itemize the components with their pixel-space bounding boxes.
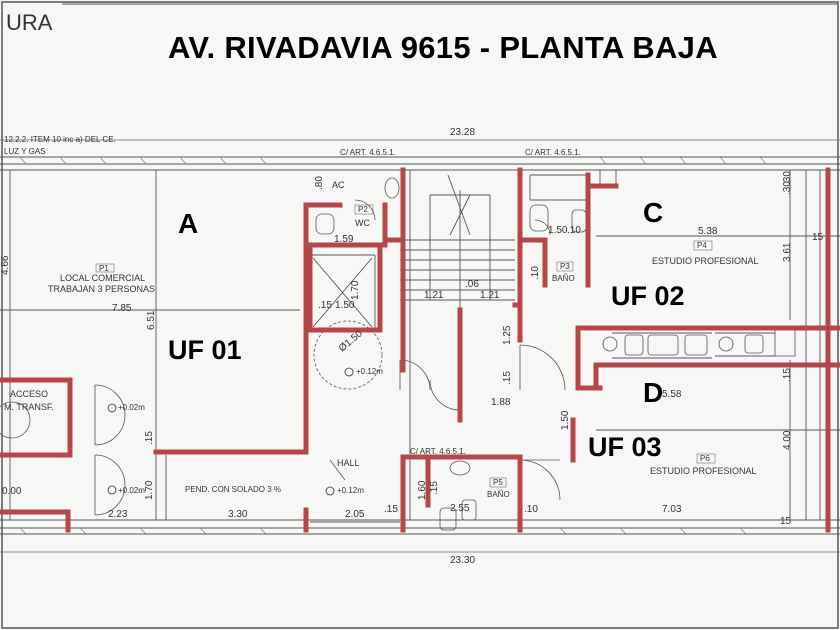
unit-uf01-label: UF 01 xyxy=(168,335,242,365)
room-p1-name: LOCAL COMERCIAL xyxy=(60,273,145,283)
dim-0-15d: .15 xyxy=(782,368,793,382)
room-wc: WC xyxy=(355,218,370,228)
corner-label: URA xyxy=(6,10,53,35)
dim-1-21a: 1.21 xyxy=(424,290,444,301)
dim-0-15f: .15 xyxy=(144,431,155,445)
dim-2-05: 2.05 xyxy=(345,509,365,520)
dim-0-06: .06 xyxy=(465,279,479,290)
room-acceso: ACCESO xyxy=(10,389,48,399)
room-ac: AC xyxy=(332,180,345,190)
dim-bottom-total: 23.30 xyxy=(450,555,475,566)
room-transf: M. TRANSF. xyxy=(4,402,54,412)
note-art-2: C/ ART. 4.6.5.1. xyxy=(525,148,581,157)
dim-3-30: 3.30 xyxy=(228,509,248,520)
unit-d-label: D xyxy=(643,377,664,408)
room-p5-code: P5 xyxy=(493,478,503,487)
note-top-left-1: 12.2.2. ITEM 10 inc a) DEL CE. xyxy=(4,135,116,144)
room-p4-code: P4 xyxy=(697,241,707,250)
dim-15c: 15 xyxy=(812,232,824,243)
room-p2-code: P2 xyxy=(358,205,368,214)
dim-2-55: 2.55 xyxy=(450,503,470,514)
dim-1-88: 1.88 xyxy=(491,397,511,408)
room-p3-code: P3 xyxy=(560,262,570,271)
room-p1-occupancy: TRABAJAN 3 PERSONAS xyxy=(48,284,155,294)
level-marker-1: +0.12m xyxy=(356,367,383,376)
dim-1-60: 1.60 xyxy=(417,480,428,500)
plan-title: AV. RIVADAVIA 9615 - PLANTA BAJA xyxy=(168,30,718,65)
dim-0-15b: .15 xyxy=(502,371,513,385)
dim-0-30b: .30 xyxy=(782,171,793,185)
dim-0-80: .80 xyxy=(314,176,325,190)
dim-1-59: 1.59 xyxy=(334,234,354,245)
dim-4-00: 4.00 xyxy=(782,430,793,450)
room-bano-2: BAÑO xyxy=(487,490,510,499)
note-art-1: C/ ART. 4.6.5.1. xyxy=(340,148,396,157)
dim-0-10b: .10 xyxy=(567,225,581,236)
unit-a-label: A xyxy=(178,208,199,239)
room-estudio-1: ESTUDIO PROFESIONAL xyxy=(652,256,759,266)
unit-uf02-label: UF 02 xyxy=(611,281,685,311)
level-marker-2: +0.02m xyxy=(118,403,145,412)
dim-2-23: 2.23 xyxy=(108,509,128,520)
dim-7-85: 7.85 xyxy=(112,303,132,314)
dim-5-38: 5.38 xyxy=(698,226,718,237)
room-p1-code: P1 xyxy=(99,264,109,273)
dim-1-25: 1.25 xyxy=(502,325,513,345)
room-estudio-2: ESTUDIO PROFESIONAL xyxy=(650,466,757,476)
dim-0-15g: .15 xyxy=(384,504,398,515)
dim-0-30: .30 xyxy=(782,181,793,195)
dim-6-51: 6.51 xyxy=(146,310,157,330)
dim-1-70: 1.70 xyxy=(350,280,361,300)
room-hall: HALL xyxy=(337,458,360,468)
level-marker-4: +0.12m xyxy=(337,486,364,495)
unit-c-label: C xyxy=(643,197,664,228)
note-art-3: C/ ART. 4.6.5.1. xyxy=(410,447,466,456)
unit-uf03-label: UF 03 xyxy=(588,432,662,462)
dim-1-50b: 1.50 xyxy=(560,410,571,430)
dim-7-03: 7.03 xyxy=(662,504,682,515)
dim-1-21b: 1.21 xyxy=(480,290,500,301)
note-top-left-2: LUZ Y GAS xyxy=(4,147,46,156)
room-bano-1: BAÑO xyxy=(552,274,575,283)
dim-0-15e: .15 xyxy=(429,481,440,495)
level-marker-3: +0.02m xyxy=(118,486,145,495)
dim-1-50c: 1.50 xyxy=(548,225,568,236)
dim-5-58: 5.58 xyxy=(662,389,682,400)
dim-0-10a: .10 xyxy=(530,266,541,280)
dim-0-15a: .15 xyxy=(318,300,332,311)
dim-4-66: 4.66 xyxy=(0,255,11,275)
dim-0-10c: .10 xyxy=(524,504,538,515)
dim-0-00: 0.00 xyxy=(2,486,22,497)
dim-15h: 15 xyxy=(780,516,792,527)
dim-1-50a: 1.50 xyxy=(335,300,355,311)
dim-1-70b: 1.70 xyxy=(144,480,155,500)
dim-3-61: 3.61 xyxy=(782,242,793,262)
dim-top-total: 23.28 xyxy=(450,127,475,138)
room-p6-code: P6 xyxy=(700,454,710,463)
note-pend: PEND. CON SOLADO 3 % xyxy=(185,485,281,494)
